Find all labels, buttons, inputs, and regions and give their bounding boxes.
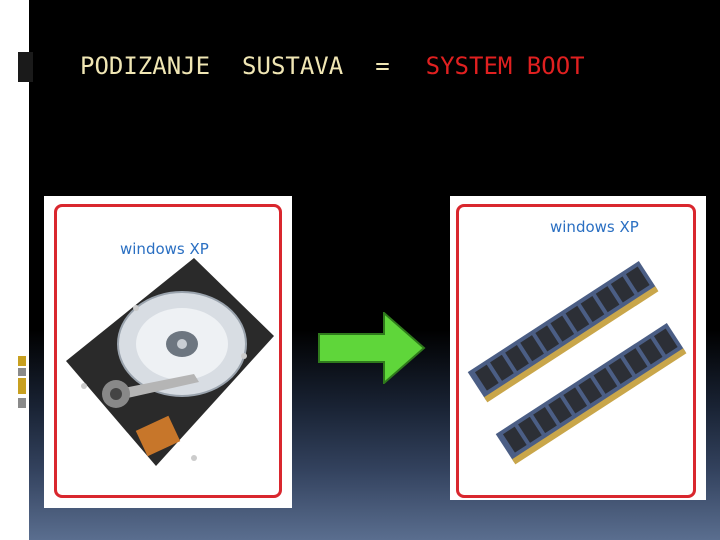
side-marker-1	[18, 356, 26, 366]
ram-frame	[456, 204, 696, 498]
hard-disk-icon	[66, 258, 274, 466]
hard-disk-frame	[54, 204, 282, 498]
side-marker-4	[18, 398, 26, 408]
hard-disk-caption: windows XP	[120, 240, 209, 258]
title-word-podizanje: PODIZANJE	[80, 52, 211, 80]
ram-panel: windows XP	[450, 196, 706, 500]
side-marker-3	[18, 378, 26, 394]
left-margin-strip	[0, 0, 29, 540]
title-translation: SYSTEM BOOT	[425, 52, 585, 80]
hard-disk-panel: windows XP	[44, 196, 292, 508]
side-marker-2	[18, 368, 26, 376]
slide-title: PODIZANJE SUSTAVA = SYSTEM BOOT	[80, 48, 585, 84]
title-equals: =	[375, 52, 390, 80]
ram-caption: windows XP	[550, 218, 639, 236]
ram-modules-icon	[467, 261, 687, 465]
right-arrow-icon	[318, 312, 426, 384]
title-word-sustava: SUSTAVA	[242, 52, 344, 80]
title-bullet-marker	[18, 52, 33, 82]
